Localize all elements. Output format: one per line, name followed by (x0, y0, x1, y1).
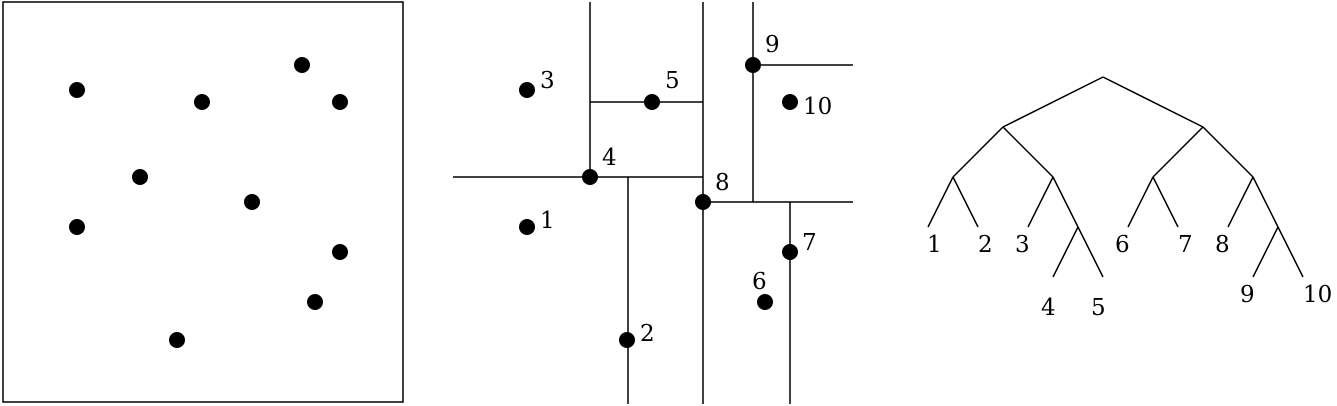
leaf-label-6: 6 (1115, 232, 1130, 258)
panel-point-set (2, 1, 404, 403)
panel-kd-partition (453, 2, 853, 404)
leaf-label-7: 7 (1178, 232, 1193, 258)
bounding-box (2, 1, 404, 403)
point-label-4: 4 (602, 145, 617, 171)
leaf-label-8: 8 (1215, 232, 1230, 258)
point-9 (745, 57, 761, 73)
point-label-6: 6 (752, 269, 767, 295)
leaf-label-3: 3 (1015, 232, 1030, 258)
tree-edge (1077, 226, 1104, 278)
point-label-3: 3 (540, 68, 555, 94)
tree-edge (1277, 226, 1304, 278)
tree-edge (952, 126, 1004, 178)
leaf-label-5: 5 (1091, 295, 1106, 321)
leaf-label-2: 2 (978, 232, 993, 258)
leaf-label-4: 4 (1041, 295, 1056, 321)
point-3 (519, 82, 535, 98)
point (169, 332, 185, 348)
tree-edge (1227, 176, 1254, 228)
point-10 (782, 94, 798, 110)
point-label-9: 9 (765, 32, 780, 58)
point (69, 219, 85, 235)
leaf-label-1: 1 (927, 232, 942, 258)
point-label-5: 5 (665, 68, 680, 94)
tree-edge (1252, 226, 1279, 278)
tree-edge (927, 176, 954, 228)
panel-kd-tree (927, 76, 1304, 278)
leaf-label-10: 10 (1303, 282, 1332, 308)
tree-edge (1202, 126, 1254, 178)
point-6 (757, 294, 773, 310)
point-4 (582, 169, 598, 185)
point (307, 294, 323, 310)
panel-kd-points: 1 2 3 4 5 6 7 8 9 10 (519, 32, 832, 348)
point-7 (782, 244, 798, 260)
leaf-label-9: 9 (1240, 282, 1255, 308)
point-label-1: 1 (540, 208, 555, 234)
point (294, 57, 310, 73)
tree-edge (1102, 76, 1204, 128)
tree-edge (1152, 126, 1204, 178)
tree-edge (952, 176, 979, 228)
point (69, 82, 85, 98)
point-label-2: 2 (640, 321, 655, 347)
point-2 (619, 332, 635, 348)
tree-edge (1052, 226, 1079, 278)
point (194, 94, 210, 110)
point (244, 194, 260, 210)
point (132, 169, 148, 185)
point-label-7: 7 (802, 230, 817, 256)
tree-edge (1002, 76, 1104, 128)
tree-edge (1052, 176, 1079, 228)
point-5 (644, 94, 660, 110)
tree-edge (1027, 176, 1054, 228)
tree-edge (1252, 176, 1279, 228)
point-1 (519, 219, 535, 235)
point-label-8: 8 (715, 170, 730, 196)
tree-edge (1002, 126, 1054, 178)
panel-kd-tree-leaves: 1 2 3 4 5 6 7 8 9 10 (927, 232, 1332, 321)
tree-edge (1152, 176, 1179, 228)
point-label-10: 10 (803, 94, 832, 120)
tree-edge (1127, 176, 1154, 228)
point (332, 94, 348, 110)
point (332, 244, 348, 260)
point-8 (695, 194, 711, 210)
